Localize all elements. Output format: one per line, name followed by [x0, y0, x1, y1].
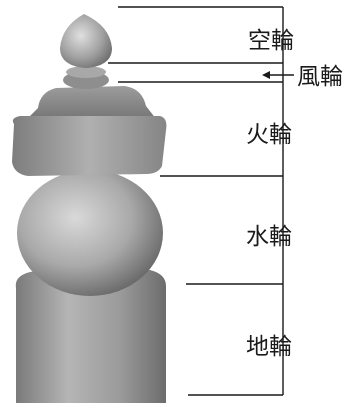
karin-stone-eave [12, 116, 167, 176]
bracket-lines [108, 6, 294, 396]
chirin-stone [15, 266, 167, 403]
suirin-stone [17, 170, 163, 296]
label-karin: 火輪 [246, 122, 292, 148]
label-chirin: 地輪 [246, 334, 292, 360]
label-fuurin: 風輪 [297, 64, 343, 90]
kurin-stone [60, 14, 112, 68]
fuurin-arrow-head [262, 71, 270, 79]
label-suirin: 水輪 [246, 224, 292, 250]
fuurin-stone-ring [66, 66, 106, 78]
part-labels: 空輪 風輪 火輪 水輪 地輪 [246, 28, 343, 360]
pagoda-image [12, 14, 167, 403]
label-kurin: 空輪 [248, 28, 294, 54]
